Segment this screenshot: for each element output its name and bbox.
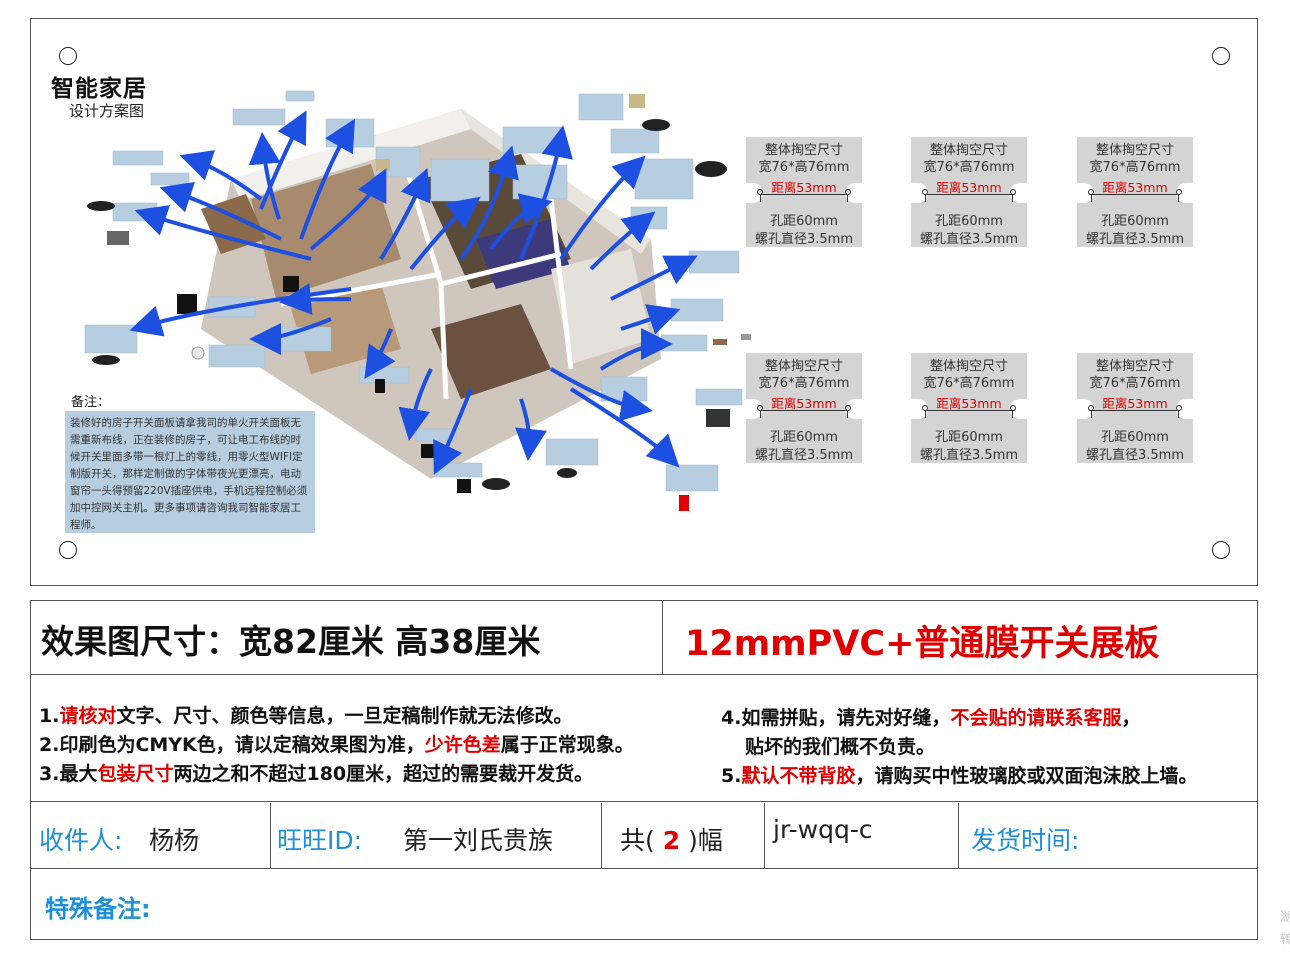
house-illustration	[84, 90, 751, 511]
spec-size: 宽76*高76mm	[758, 376, 850, 391]
cutout-spec-card: 整体掏空尺寸 宽76*高76mm 距离53mm 孔距60mm 螺孔直径3.5mm	[745, 353, 863, 463]
spec-size: 宽76*高76mm	[1089, 376, 1181, 391]
spec-hole-pitch: 孔距60mm	[935, 214, 1003, 229]
spec-title: 整体掏空尺寸	[1095, 359, 1174, 374]
size-cell: 效果图尺寸：宽82厘米 高38厘米	[31, 601, 663, 675]
recipient-label: 收件人:	[39, 826, 123, 855]
spec-distance: 距离53mm	[936, 396, 1002, 411]
spec-size: 宽76*高76mm	[758, 160, 850, 175]
mount-hole-icon	[1212, 47, 1230, 65]
spec-hole-pitch: 孔距60mm	[770, 214, 838, 229]
cutout-spec-card: 整体掏空尺寸 宽76*高76mm 距离53mm 孔距60mm 螺孔直径3.5mm	[1076, 353, 1194, 463]
spec-distance: 距离53mm	[1102, 180, 1168, 195]
design-title: 智能家居	[51, 76, 147, 102]
spec-title: 整体掏空尺寸	[929, 143, 1008, 158]
cutout-spec-card: 整体掏空尺寸 宽76*高76mm 距离53mm 孔距60mm 螺孔直径3.5mm	[910, 137, 1028, 247]
spec-title: 整体掏空尺寸	[1095, 143, 1174, 158]
order-info-table: 效果图尺寸：宽82厘米 高38厘米 12mmPVC+普通膜开关展板 1.请核对文…	[30, 600, 1258, 940]
instruction-4-cont: 贴坏的我们概不负责。	[745, 736, 936, 758]
spec-size: 宽76*高76mm	[1089, 160, 1181, 175]
order-code: jr-wqq-c	[773, 815, 873, 844]
mount-hole-icon	[1212, 541, 1230, 559]
render-size-text: 效果图尺寸：宽82厘米 高38厘米	[41, 622, 541, 661]
wangwang-value: 第一刘氏贵族	[403, 826, 554, 855]
cutout-spec-card: 整体掏空尺寸 宽76*高76mm 距离53mm 孔距60mm 螺孔直径3.5mm	[910, 353, 1028, 463]
board-material-text: 12mmPVC+普通膜开关展板	[685, 624, 1160, 664]
instruction-1: 1.请核对文字、尺寸、颜色等信息，一旦定稿制作就无法修改。	[39, 705, 573, 727]
device-icons	[87, 94, 751, 511]
shipping-row: 收件人: 杨杨 旺旺ID: 第一刘氏贵族 共(2)幅 jr-wqq-c 发货时间…	[31, 803, 1257, 869]
cutout-spec-card: 整体掏空尺寸 宽76*高76mm 距离53mm 孔距60mm 螺孔直径3.5mm	[1076, 137, 1194, 247]
spec-distance: 距离53mm	[936, 180, 1002, 195]
size-row: 效果图尺寸：宽82厘米 高38厘米 12mmPVC+普通膜开关展板	[31, 601, 1257, 675]
instruction-5: 5.默认不带背胶，请购买中性玻璃胶或双面泡沫胶上墙。	[721, 765, 1198, 787]
instruction-3: 3.最大包装尺寸两边之和不超过180厘米，超过的需要裁开发货。	[39, 763, 594, 785]
recipient-cell: 收件人: 杨杨	[31, 803, 271, 869]
recipient-value: 杨杨	[149, 826, 200, 855]
spec-distance: 距离53mm	[771, 180, 837, 195]
mount-hole-icon	[59, 541, 77, 559]
code-cell: jr-wqq-c	[765, 803, 959, 869]
spec-title: 整体掏空尺寸	[764, 359, 843, 374]
instruction-4: 4.如需拼贴，请先对好缝，不会贴的请联系客服，	[721, 707, 1141, 729]
instructions-row: 1.请核对文字、尺寸、颜色等信息，一旦定稿制作就无法修改。 2.印刷色为CMYK…	[31, 676, 1257, 802]
study-room	[431, 304, 551, 399]
instruction-2: 2.印刷色为CMYK色，请以定稿效果图为准，少许色差属于正常现象。	[39, 734, 634, 756]
design-panel: 智能家居 设计方案图	[30, 18, 1258, 586]
spec-distance: 距离53mm	[1102, 396, 1168, 411]
design-subtitle: 设计方案图	[69, 102, 145, 120]
ship-time-label: 发货时间:	[971, 826, 1080, 855]
spec-distance: 距离53mm	[771, 396, 837, 411]
copy-count: 共(2)幅	[620, 826, 723, 855]
ship-time-cell: 发货时间:	[959, 803, 1259, 869]
spec-screw: 螺孔直径3.5mm	[919, 448, 1018, 463]
notes-box: 装修好的房子开关面板请拿我司的单火开关面板无需重新布线，正在装修的房子，可让电工…	[65, 411, 315, 533]
bathroom	[551, 249, 651, 364]
spec-hole-pitch: 孔距60mm	[935, 430, 1003, 445]
special-notes-label: 特殊备注:	[45, 895, 151, 923]
notes-label: 备注：	[71, 395, 111, 410]
spec-hole-pitch: 孔距60mm	[770, 430, 838, 445]
spec-screw: 螺孔直径3.5mm	[1085, 448, 1184, 463]
wangwang-cell: 旺旺ID: 第一刘氏贵族	[271, 803, 602, 869]
spec-hole-pitch: 孔距60mm	[1101, 214, 1169, 229]
spec-title: 整体掏空尺寸	[764, 143, 843, 158]
spec-screw: 螺孔直径3.5mm	[919, 232, 1018, 247]
spec-screw: 螺孔直径3.5mm	[754, 232, 853, 247]
spec-screw: 螺孔直径3.5mm	[754, 448, 853, 463]
spec-size: 宽76*高76mm	[923, 160, 1015, 175]
count-cell: 共(2)幅	[602, 803, 765, 869]
mount-hole-icon	[59, 47, 77, 65]
spec-title: 整体掏空尺寸	[929, 359, 1008, 374]
callout-arrows	[129, 110, 698, 475]
cutout-spec-card: 整体掏空尺寸 宽76*高76mm 距离53mm 孔距60mm 螺孔直径3.5mm	[745, 137, 863, 247]
spec-size: 宽76*高76mm	[923, 376, 1015, 391]
spec-hole-pitch: 孔距60mm	[1101, 430, 1169, 445]
side-watermark: 湖转	[1280, 910, 1290, 946]
spec-screw: 螺孔直径3.5mm	[1085, 232, 1184, 247]
wangwang-label: 旺旺ID:	[277, 826, 363, 855]
